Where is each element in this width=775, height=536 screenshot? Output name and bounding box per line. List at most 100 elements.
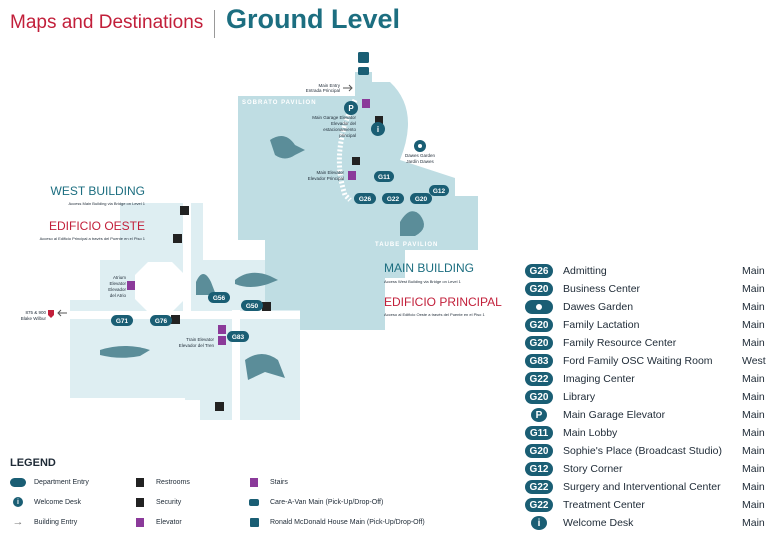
atrium-elevator-label2: Elevator [109,281,126,286]
manta-shape [245,354,285,380]
directory-building: West [742,355,766,367]
legend-stairs: Stairs [246,477,288,487]
shark-shape [235,272,278,287]
directory-badge: G20 [525,318,553,332]
directory-building: Main [742,265,765,277]
marker-info[interactable]: i [371,122,385,136]
flower-icon [525,300,553,314]
directory-badge: i [531,516,547,530]
directory-name: Main Lobby [563,427,618,439]
directory-building: Main [742,301,765,313]
blake-wilbur-label1: 875 & 900 [25,310,46,315]
main-building-subtitle-es: Acceso al Edificio Oeste a través del Pu… [384,312,485,317]
directory-row[interactable]: G20 Sophie's Place (Broadcast Studio) Main [522,442,772,460]
corridor-vertical [232,310,240,420]
main-building-shape [238,82,478,330]
main-elevator-label: Main Elevator [316,170,344,175]
directory-badge: G20 [525,390,553,404]
marker-g56[interactable]: G56 [208,292,230,303]
marker-parking[interactable]: P [344,101,358,115]
marker-g71[interactable]: G71 [111,315,133,326]
main-entry-label-es: Entrada Principal [306,88,340,93]
directory-name: Treatment Center [563,499,645,511]
directory-building: Main [742,517,765,529]
svg-text:G20: G20 [415,196,428,203]
marker-g76[interactable]: G76 [150,315,172,326]
directory-building: Main [742,409,765,421]
garage-elevator-label-es3: principal [339,133,356,138]
directory-name: Main Garage Elevator [563,409,666,421]
stairs-icon [218,325,226,334]
marker-g12[interactable]: G12 [429,185,449,196]
marker-g83[interactable]: G83 [227,331,249,342]
corridor-horizontal [70,311,300,319]
marker-g11[interactable]: G11 [374,171,394,182]
garage-elevator-label-es2: estacionamiento [323,127,356,132]
directory-badge: G22 [525,498,553,512]
garage-elevator-label: Main Garage Elevator [312,115,356,120]
directory-building: Main [742,463,765,475]
svg-text:G22: G22 [387,196,400,203]
legend-ronald-mcdonald: Ronald McDonald House Main (Pick-Up/Drop… [246,517,425,527]
dawes-garden-label-es: Jardín Dawes [406,159,434,164]
elevator-icon [127,281,135,290]
elevator-icon [218,336,226,345]
directory-building: Main [742,499,765,511]
legend-building-entry: →Building Entry [10,516,78,528]
directory-name: Story Corner [563,463,623,475]
legend-restrooms: Restrooms [132,477,190,487]
directory-row[interactable]: i Welcome Desk Main [522,514,772,532]
main-entry-path [355,72,372,96]
restroom-icon [180,206,189,215]
van-icon [246,497,262,507]
directory-name: Library [563,391,596,403]
security-icon [132,497,148,507]
main-building-title-es: EDIFICIO PRINCIPAL [384,295,502,309]
directory-building: Main [742,427,765,439]
department-entry-icon [10,477,26,487]
directory-building: Main [742,481,765,493]
atrium-elevator-label1: Atrium [113,275,126,280]
security-icon [215,402,224,411]
directory-row[interactable]: G11 Main Lobby Main [522,424,772,442]
legend-security: Security [132,497,181,507]
directory-name: Welcome Desk [563,517,634,529]
legend-elevator: Elevator [132,517,182,527]
directory-name: Surgery and Interventional Center [563,481,721,493]
house-icon [246,517,262,527]
directory-badge: G20 [525,444,553,458]
svg-text:G50: G50 [246,303,259,310]
directory-building: Main [742,445,765,457]
marker-g20[interactable]: G20 [410,193,432,204]
marker-g26[interactable]: G26 [354,193,376,204]
directory-name: Sophie's Place (Broadcast Studio) [563,445,723,457]
marker-g22[interactable]: G22 [382,193,404,204]
directory-name: Family Lactation [563,319,640,331]
blake-wilbur-arrow-icon [57,309,67,317]
atrium-elevator-label-es2: del Atrio [110,293,127,298]
west-building-subtitle-es: Acceso al Edificio Principal a través de… [40,236,146,241]
svg-text:P: P [348,104,354,113]
directory-badge: G26 [525,264,553,278]
header-divider [214,10,215,38]
svg-text:G12: G12 [433,188,446,195]
directory-badge: G11 [525,426,553,440]
level-title: Ground Level [226,4,401,34]
marker-g50[interactable]: G50 [241,300,263,311]
directory-row[interactable]: G22 Treatment Center Main [522,496,772,514]
svg-text:G71: G71 [116,318,129,325]
directory-badge: P [531,408,547,422]
directory-row[interactable]: P Main Garage Elevator Main [522,406,772,424]
marker-dawes-garden[interactable] [414,140,426,152]
